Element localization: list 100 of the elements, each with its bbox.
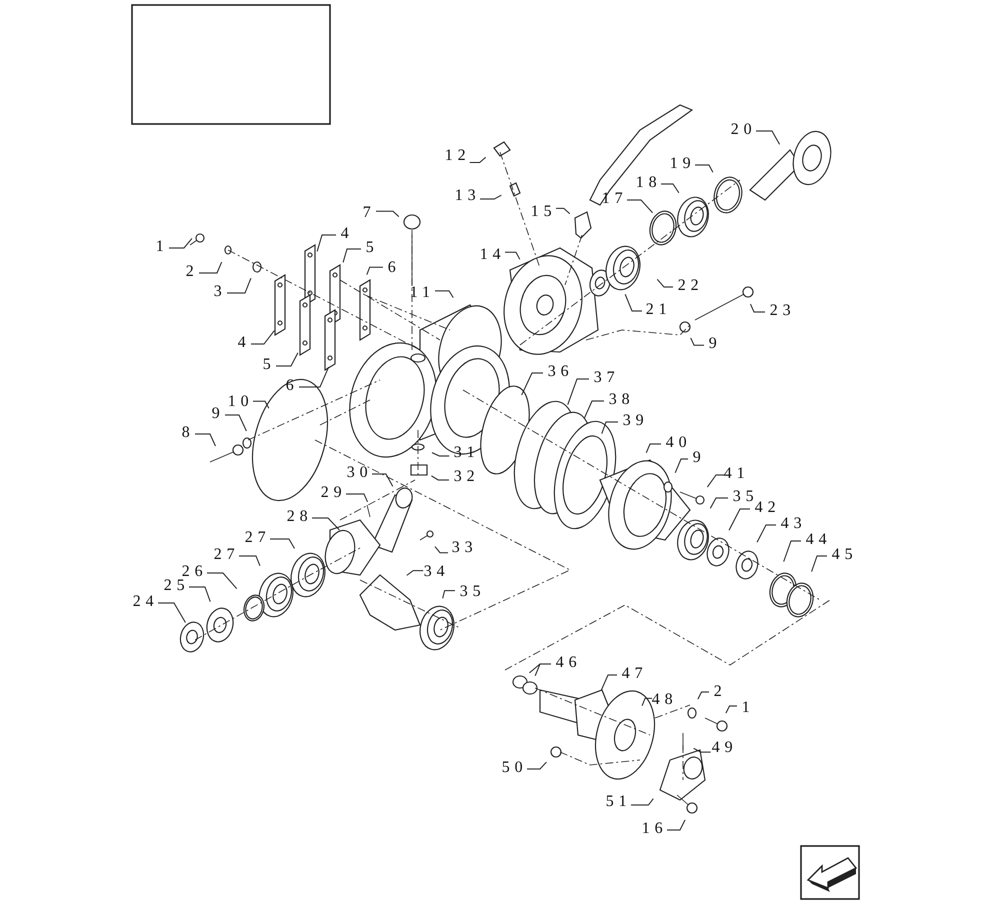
leader-line bbox=[158, 602, 186, 623]
callout-number: 8 bbox=[177, 425, 195, 441]
leader-line bbox=[601, 422, 618, 434]
callout-number: 13 bbox=[450, 188, 480, 204]
leader-line bbox=[312, 518, 340, 531]
leader-line bbox=[316, 234, 336, 252]
callout-number: 10 bbox=[223, 394, 254, 410]
callout-number: 33 bbox=[447, 540, 478, 556]
callout-number: 5 bbox=[361, 240, 379, 256]
callout-number: 2 bbox=[181, 264, 199, 280]
leader-line bbox=[521, 372, 544, 396]
leader-line bbox=[168, 238, 192, 248]
leader-line bbox=[238, 556, 260, 566]
leader-line bbox=[366, 266, 384, 276]
callout-number: 27 bbox=[240, 530, 270, 546]
leader-line bbox=[342, 248, 362, 263]
leader-line bbox=[756, 524, 776, 543]
callout-number: 38 bbox=[604, 392, 634, 408]
leader-line bbox=[430, 475, 450, 480]
leader-line bbox=[656, 278, 674, 288]
leader-line bbox=[442, 590, 456, 599]
leader-line bbox=[406, 570, 424, 576]
leader-line bbox=[666, 819, 686, 830]
callout-number: 41 bbox=[719, 466, 750, 482]
leader-line bbox=[725, 706, 738, 714]
callout-number: 14 bbox=[475, 247, 506, 263]
leader-line bbox=[674, 458, 688, 474]
callout-number: 4 bbox=[233, 335, 251, 351]
leader-line bbox=[376, 210, 400, 218]
callout-number: 3 bbox=[209, 284, 227, 300]
callout-number: 44 bbox=[801, 532, 832, 548]
leader-line bbox=[626, 200, 654, 214]
callout-number: 27 bbox=[209, 547, 240, 563]
callout-number: 49 bbox=[707, 740, 738, 756]
leader-line bbox=[646, 444, 662, 454]
callout-number: 47 bbox=[617, 666, 648, 682]
callout-number: 32 bbox=[449, 469, 480, 485]
callout-number: 1 bbox=[151, 239, 169, 255]
leader-line bbox=[434, 290, 454, 298]
callout-number: 34 bbox=[419, 564, 450, 580]
callout-number: 40 bbox=[661, 435, 692, 451]
leader-line bbox=[694, 164, 714, 173]
leader-line bbox=[728, 508, 750, 531]
leader-line bbox=[206, 572, 238, 590]
callout-number: 26 bbox=[177, 564, 208, 580]
leader-line bbox=[600, 674, 618, 690]
callout-number: 50 bbox=[497, 760, 528, 776]
callout-number: 20 bbox=[726, 122, 756, 138]
callout-number: 37 bbox=[589, 370, 620, 386]
leader-line bbox=[783, 540, 802, 562]
callout-number: 39 bbox=[618, 413, 648, 429]
leader-line bbox=[584, 400, 604, 418]
callout-number: 30 bbox=[342, 465, 372, 481]
leader-line bbox=[693, 748, 712, 753]
leader-line bbox=[706, 474, 724, 488]
leader-line bbox=[756, 130, 780, 145]
callout-number: 6 bbox=[383, 260, 401, 276]
callout-number: 5 bbox=[258, 357, 276, 373]
callout-number: 46 bbox=[551, 655, 582, 671]
leader-line bbox=[556, 208, 570, 214]
callout-number: 18 bbox=[631, 175, 662, 191]
leader-line bbox=[224, 414, 247, 432]
callout-number: 1 bbox=[737, 700, 755, 716]
callout-number: 36 bbox=[543, 364, 574, 380]
leader-line bbox=[432, 452, 450, 456]
leader-line bbox=[276, 352, 298, 366]
leader-line bbox=[226, 278, 252, 294]
leader-line bbox=[198, 262, 222, 274]
leader-line bbox=[630, 798, 654, 806]
callout-number: 16 bbox=[637, 821, 668, 837]
leader-line bbox=[504, 252, 520, 260]
callout-number: 29 bbox=[316, 485, 346, 501]
callout-number: 4 bbox=[336, 226, 354, 242]
callout-number: 48 bbox=[647, 692, 678, 708]
leader-line bbox=[346, 494, 368, 502]
leader-line bbox=[811, 556, 828, 572]
callout-number: 11 bbox=[405, 285, 435, 301]
callout-number: 51 bbox=[601, 794, 632, 810]
callout-number: 12 bbox=[440, 148, 470, 164]
leader-line bbox=[750, 304, 766, 312]
leader-line bbox=[697, 692, 710, 700]
callout-number: 19 bbox=[665, 156, 696, 172]
callout-number: 23 bbox=[765, 303, 796, 319]
leader-line bbox=[188, 586, 211, 602]
callout-number: 9 bbox=[704, 336, 722, 352]
callout-number: 45 bbox=[827, 547, 858, 563]
leader-line bbox=[567, 378, 590, 406]
leader-line bbox=[624, 294, 642, 312]
callout-number: 22 bbox=[673, 278, 704, 294]
leader-line bbox=[270, 538, 295, 549]
callout-number: 15 bbox=[526, 204, 556, 220]
leader-line bbox=[690, 337, 704, 346]
leader-line bbox=[434, 546, 449, 554]
callout-number: 28 bbox=[282, 509, 312, 525]
leader-line bbox=[526, 762, 547, 770]
leader-line bbox=[534, 664, 552, 676]
callout-number: 17 bbox=[597, 191, 628, 207]
callout-number: 7 bbox=[358, 205, 376, 221]
callout-number: 35 bbox=[455, 584, 486, 600]
callout-number: 9 bbox=[688, 450, 706, 466]
